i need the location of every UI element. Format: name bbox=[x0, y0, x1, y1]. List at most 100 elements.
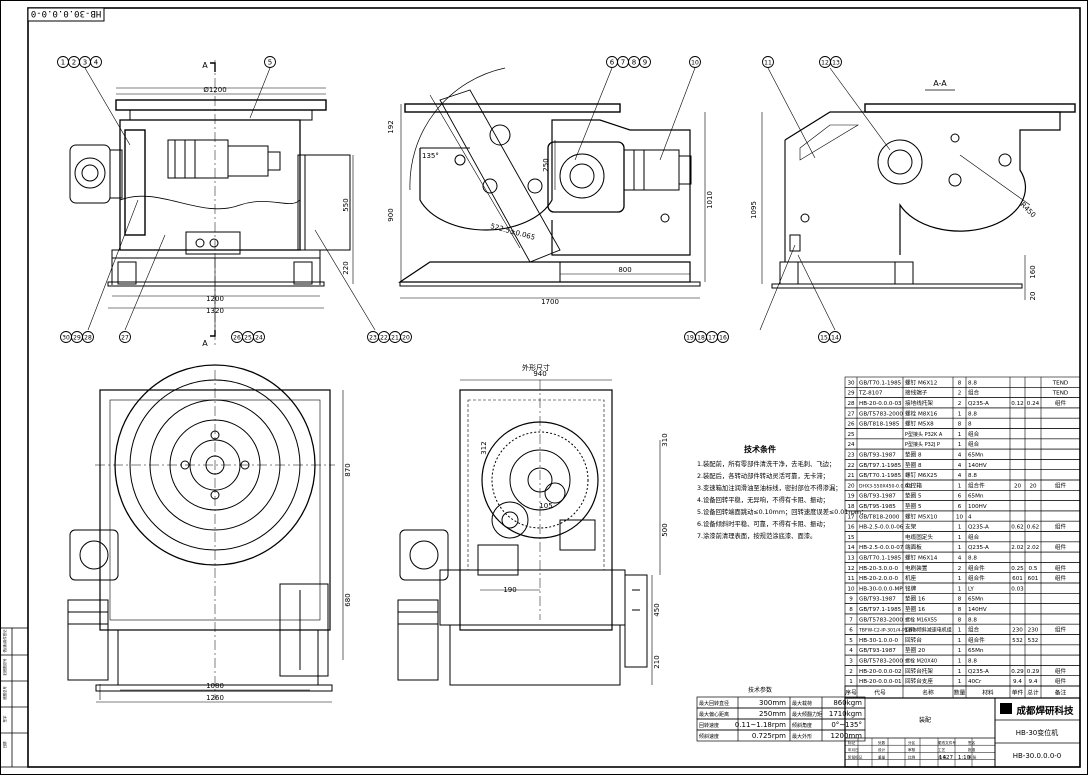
bom-header-cell: 名称 bbox=[922, 689, 934, 697]
balloon-9: 9 bbox=[639, 56, 651, 68]
bom-cell: 8 bbox=[958, 607, 962, 613]
bom-cell: 6 bbox=[849, 628, 853, 634]
params-value: 0.11~1.18rpm bbox=[735, 721, 786, 729]
bom-cell: HB-20-0.0.0-01 bbox=[859, 679, 902, 685]
bom-cell: 1 bbox=[958, 442, 962, 448]
code-box bbox=[27, 7, 105, 22]
top-section-view bbox=[397, 379, 661, 686]
balloon-number: 10 bbox=[691, 60, 699, 67]
bom-cell: 1 bbox=[958, 535, 962, 541]
bom-cell: 1 bbox=[958, 525, 962, 531]
bom-header: 序号代号名称数量材料单件总计备注 bbox=[844, 685, 1081, 699]
tech-line: 6.设备倾斜时平稳、可靠，不得有卡阻、振动； bbox=[697, 519, 829, 528]
bom-cell: 8 bbox=[958, 422, 962, 428]
bom-cell: 电控箱 bbox=[905, 481, 922, 489]
balloon-number: 14 bbox=[831, 335, 839, 342]
bom-cell: 1 bbox=[958, 576, 962, 582]
bom-cell: 40Cr bbox=[968, 679, 982, 685]
bom-cell: 13 bbox=[847, 556, 855, 562]
bom-cell: 1 bbox=[958, 483, 962, 489]
bom-cell: 1 bbox=[958, 586, 962, 592]
bom-cell: 532 bbox=[1012, 638, 1023, 644]
bom-cell: 23 bbox=[847, 453, 855, 459]
bom-cell: 0.29 bbox=[1011, 669, 1024, 675]
params-title: 技术参数 bbox=[748, 686, 772, 694]
bom-cell: 17 bbox=[847, 514, 855, 520]
bom-cell: 螺钉 M6X14 bbox=[905, 554, 938, 562]
tech-line: 5.设备回转端面跳动≤0.10mm；回转速度误差≤0.01rpm； bbox=[697, 507, 867, 516]
section-mark-bottom: A bbox=[202, 339, 208, 348]
dim-w1080: 1080 bbox=[206, 682, 224, 690]
balloon-number: 4 bbox=[94, 59, 99, 67]
bom-cell: Q235-A bbox=[968, 525, 989, 531]
balloon-20: 20 bbox=[400, 331, 412, 343]
bom-cell: 组件 bbox=[1055, 481, 1067, 489]
bom-cell: 8 bbox=[958, 597, 962, 603]
params-label: 回转速度 bbox=[699, 722, 719, 729]
section-mark-top: A bbox=[202, 61, 208, 70]
bom-cell: 10 bbox=[956, 514, 964, 520]
params-value: 0.725rpm bbox=[752, 732, 786, 740]
balloon-30: 30 bbox=[60, 331, 72, 343]
dim-d105: 105 bbox=[539, 502, 552, 510]
balloon-24: 24 bbox=[253, 331, 265, 343]
balloon-26: 26 bbox=[231, 331, 243, 343]
bom-cell: 19 bbox=[847, 494, 855, 500]
balloon-number: 19 bbox=[686, 335, 694, 342]
bom-cell: 0.03 bbox=[1011, 586, 1024, 592]
balloon-14: 14 bbox=[829, 331, 841, 343]
section-label: A-A bbox=[933, 79, 947, 88]
bom-cell: 组合件 bbox=[968, 636, 985, 644]
balloon-number: 28 bbox=[84, 335, 92, 342]
bom-cell: 机座 bbox=[905, 574, 917, 582]
bom-cell: GB/T97.1-1985 bbox=[859, 607, 902, 613]
bom-cell: 3 bbox=[849, 659, 853, 665]
left-edge-label: 日期 bbox=[2, 741, 7, 748]
dim-h250: 250 bbox=[542, 158, 550, 171]
balloon-13: 13 bbox=[830, 56, 842, 68]
title-mini-label: 比例 bbox=[908, 754, 916, 759]
bom-cell: 组合件 bbox=[968, 574, 985, 582]
bom-cell: 接线端子 bbox=[905, 389, 928, 397]
dim-d1200: Ø1200 bbox=[203, 86, 226, 94]
dim-h20: 20 bbox=[1029, 292, 1037, 301]
bom-cell: 组件 bbox=[1055, 564, 1067, 572]
dim-h312: 312 bbox=[480, 441, 488, 454]
bom-cell: 0.5 bbox=[1029, 566, 1038, 572]
dim-w1200-front: 1200 bbox=[206, 295, 224, 303]
dim-h192: 192 bbox=[387, 120, 395, 133]
balloon-25: 25 bbox=[242, 331, 254, 343]
bom-cell: 14 bbox=[847, 545, 855, 551]
bom-cell: 8.8 bbox=[968, 411, 977, 417]
bom-cell: DHX3-550X450-0.0.0-0 bbox=[859, 483, 912, 489]
balloon-7: 7 bbox=[617, 56, 629, 68]
balloon-16: 16 bbox=[717, 331, 729, 343]
bom-header-cell: 单件 bbox=[1012, 689, 1024, 697]
bom-cell: 230 bbox=[1028, 628, 1039, 634]
bom-cell: 0.29 bbox=[1027, 669, 1040, 675]
balloon-number: 16 bbox=[719, 335, 727, 342]
bom-cell: 垫圈 5 bbox=[905, 492, 922, 500]
dim-r450: R450 bbox=[1019, 201, 1038, 220]
dim-h1095: 1095 bbox=[750, 201, 758, 219]
balloon-number: 15 bbox=[820, 335, 828, 342]
balloon-11: 11 bbox=[762, 56, 774, 68]
bom-cell: GB/T5783-2000 bbox=[859, 617, 903, 623]
balloon-number: 18 bbox=[697, 335, 705, 342]
bom-cell: 接地线托架 bbox=[905, 399, 933, 407]
bom-cell: 螺钉 M6X25 bbox=[905, 471, 938, 479]
bom-cell: GB/T818-1985 bbox=[859, 422, 900, 428]
bom-cell: 垫圈 20 bbox=[905, 646, 926, 654]
bom-cell: 20 bbox=[1014, 483, 1022, 489]
side-view bbox=[398, 67, 706, 299]
title-mini-label: 分区 bbox=[908, 740, 916, 745]
